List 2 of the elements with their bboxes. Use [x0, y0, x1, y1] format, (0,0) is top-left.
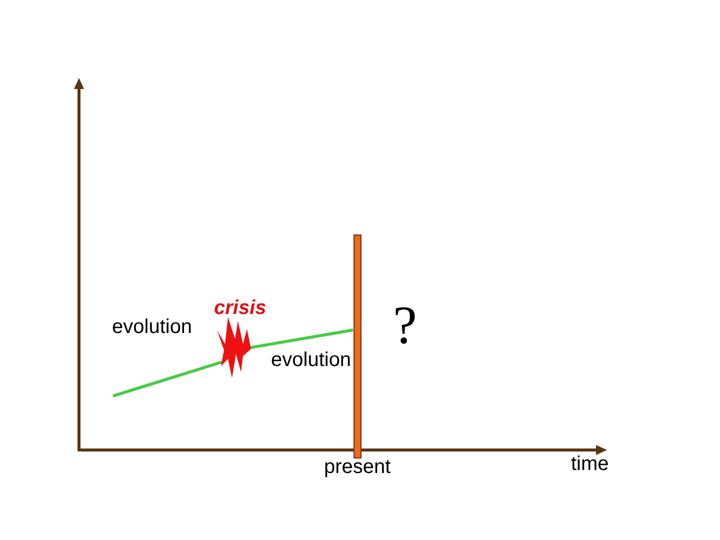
axis-label: time	[571, 454, 609, 474]
marker-label: present	[324, 457, 391, 477]
